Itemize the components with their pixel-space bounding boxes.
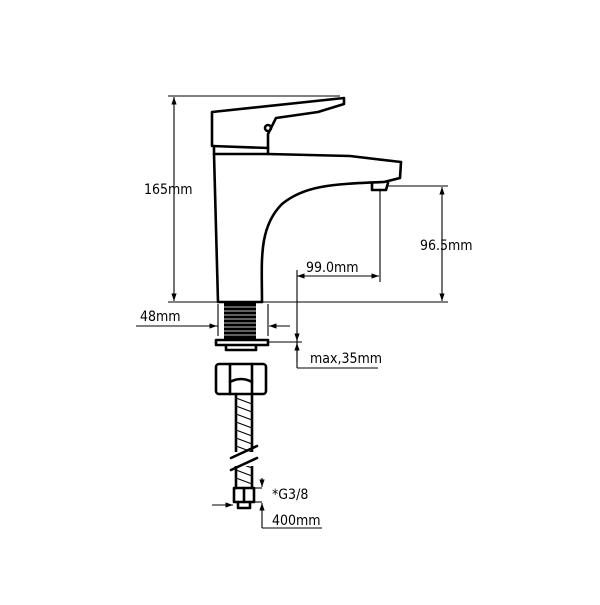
- base-dimension: [136, 304, 290, 336]
- spout-reach-label: 99.0mm: [306, 260, 359, 276]
- hose-length-dimension: [212, 502, 322, 529]
- spout-height-label: 96.5mm: [420, 238, 473, 254]
- height-dimension: [168, 95, 340, 303]
- washer-plate: [214, 338, 270, 347]
- handle-pivot: [263, 123, 273, 133]
- cartridge-cap: [212, 144, 270, 156]
- base-label: 48mm: [140, 309, 181, 325]
- hose-end-fitting: [232, 486, 256, 510]
- handle-lever: [210, 96, 346, 150]
- spout-height-dimension: [262, 185, 448, 303]
- height-label: 165mm: [144, 182, 193, 198]
- washer-neck: [224, 343, 258, 352]
- aerator: [370, 181, 390, 192]
- thread-dimension: [254, 478, 265, 512]
- tap-body: [212, 152, 403, 304]
- deck-thickness-dimension: [268, 330, 378, 369]
- deck-thickness-label: max,35mm: [310, 351, 382, 367]
- fixing-nut: [214, 362, 268, 396]
- shank-threads: [224, 306, 256, 336]
- spout-reach-dimension: [296, 190, 381, 368]
- threaded-shank: [224, 303, 256, 339]
- thread-label: *G3/8: [272, 487, 308, 503]
- hose-length-label: 400mm: [272, 513, 321, 529]
- braided-hose: [228, 392, 260, 490]
